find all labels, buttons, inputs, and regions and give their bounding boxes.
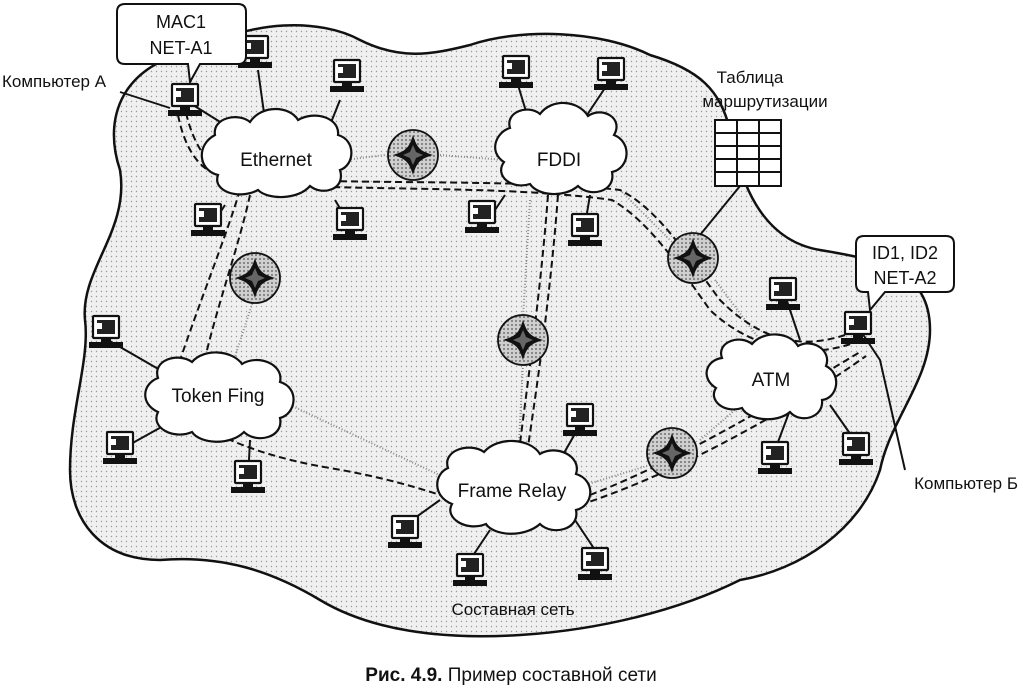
token-cloud [144,351,295,443]
figure-caption-text: Пример составной сети [448,665,657,686]
computer-icon [451,552,489,588]
callout-computer-b: ID1, ID2 NET-A2 [855,235,955,313]
atm-label: ATM [752,370,791,391]
computer-b-icon [839,310,877,346]
computer-icon [497,54,535,90]
frame-relay-label: Frame Relay [458,481,567,502]
computer-b-label: Компьютер Б [914,474,1018,493]
router-icon [387,129,439,181]
router-links [229,154,761,486]
computer-icon [837,431,875,467]
computer-icon [576,546,614,582]
frame-relay-cloud [436,439,592,535]
callout-computer-a: MAC1 NET-A1 [116,3,247,86]
router-icon [646,427,698,479]
computer-icon [764,276,802,312]
computer-icon [87,314,125,350]
token-label: Token Fing [172,386,265,407]
computer-icon [756,440,794,476]
computer-icon [463,199,501,235]
fddi-cloud [494,101,628,196]
callout-a-line2: NET-A1 [149,38,212,58]
router-icon [229,252,281,304]
routing-table-label-line1: Таблица [717,68,784,87]
callout-b-line1: ID1, ID2 [872,243,938,263]
computer-a-icon [166,82,204,118]
computer-icon [101,430,139,466]
routing-table-pointer [699,185,741,236]
composite-network-label: Составная сеть [451,600,574,619]
figure-caption: Рис. 4.9. Пример составной сети [365,665,656,686]
computer-icon [566,212,604,248]
computer-icon [331,206,369,242]
computer-icon [561,402,599,438]
computer-icon [592,56,630,92]
routing-table-label-line2: маршрутизации [702,92,827,111]
callout-a-line1: MAC1 [156,12,206,32]
atm-cloud [705,333,838,421]
router-icon [497,314,549,366]
fddi-label: FDDI [537,150,581,171]
computer-icon [189,202,227,238]
ethernet-cloud [200,108,353,199]
computer-icon [229,459,267,495]
computer-a-pointer [119,91,171,109]
router-icon [667,232,719,284]
figure-caption-number: Рис. 4.9. [365,665,442,686]
computer-icon [328,58,366,94]
routing-table-icon [714,119,782,187]
computer-a-label: Компьютер А [2,72,107,91]
ethernet-label: Ethernet [240,150,313,171]
computer-icon [386,514,424,550]
callout-b-line2: NET-A2 [873,268,936,288]
